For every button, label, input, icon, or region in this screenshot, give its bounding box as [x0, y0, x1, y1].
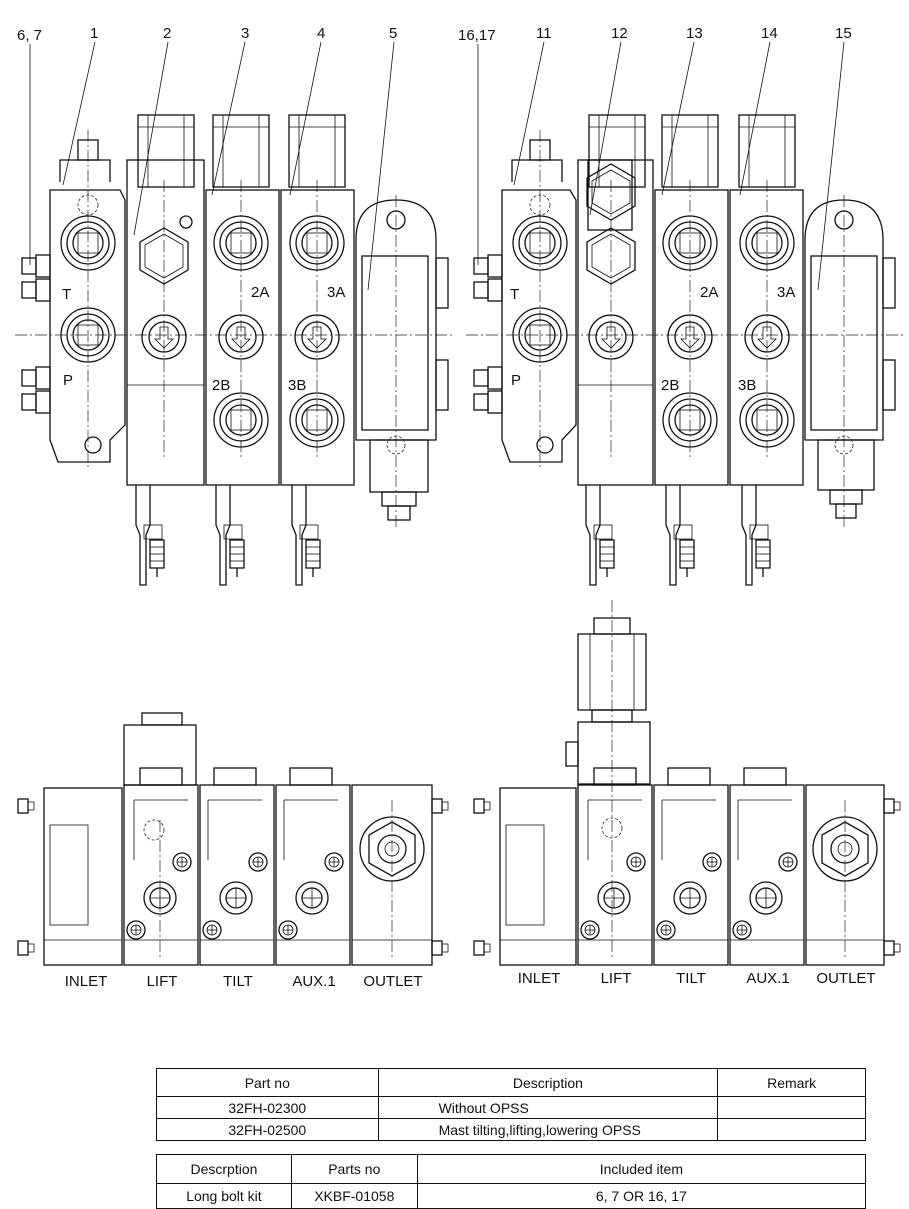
section-label-inlet: INLET — [65, 973, 108, 990]
part-no-cell: 32FH-02500 — [156, 1118, 379, 1141]
port-label-3b: 3B — [288, 377, 306, 394]
port-label-p: P — [63, 372, 73, 389]
header-parts-no: Parts no — [290, 1154, 418, 1184]
callout-11: 11 — [536, 25, 552, 42]
header-descrption: Descrption — [156, 1154, 292, 1184]
table-row: 32FH-02300 Without OPSS — [156, 1096, 866, 1119]
port-label-t: T — [62, 286, 71, 303]
port-label-2a-right: 2A — [700, 284, 718, 301]
remark-cell — [717, 1096, 866, 1119]
top-left-front-view: 6, 7 1 2 3 4 5 T P 2A 3A 2B 3B — [15, 25, 455, 586]
callout-16-17: 16,17 — [458, 27, 496, 44]
port-label-p-right: P — [511, 372, 521, 389]
top-right-front-view: 16,17 11 12 13 14 15 T P 2A 3A 2B 3B — [458, 25, 905, 586]
remark-cell — [717, 1118, 866, 1141]
section-label-aux1: AUX.1 — [292, 973, 335, 990]
kit-parts-no-cell: XKBF-01058 — [290, 1183, 418, 1209]
port-label-3a: 3A — [327, 284, 345, 301]
valve-assembly-drawing: 6, 7 1 2 3 4 5 T P 2A 3A 2B 3B — [15, 25, 905, 990]
header-remark: Remark — [717, 1068, 866, 1097]
callout-15: 15 — [835, 25, 852, 42]
section-label-inlet: INLET — [518, 970, 561, 987]
callout-4: 4 — [317, 25, 325, 42]
description-cell: Without OPSS — [377, 1096, 719, 1119]
part-no-cell: 32FH-02300 — [156, 1096, 379, 1119]
table-row: Long bolt kit XKBF-01058 6, 7 OR 16, 17 — [156, 1183, 867, 1209]
callout-6-7: 6, 7 — [17, 27, 42, 44]
section-label-aux1: AUX.1 — [746, 970, 789, 987]
section-labels-right: INLET LIFT TILT AUX.1 OUTLET — [518, 970, 876, 987]
header-part-no: Part no — [156, 1068, 379, 1097]
port-label-2b-right: 2B — [661, 377, 679, 394]
kit-table: Descrption Parts no Included item Long b… — [156, 1154, 867, 1209]
section-labels-left: INLET LIFT TILT AUX.1 OUTLET — [65, 973, 423, 990]
callout-3: 3 — [241, 25, 249, 42]
kit-table-header: Descrption Parts no Included item — [156, 1154, 867, 1184]
section-label-lift: LIFT — [601, 970, 632, 987]
section-label-tilt: TILT — [223, 973, 253, 990]
header-included-item: Included item — [416, 1154, 867, 1184]
callout-13: 13 — [686, 25, 703, 42]
section-label-tilt: TILT — [676, 970, 706, 987]
port-label-3a-right: 3A — [777, 284, 795, 301]
port-label-2a: 2A — [251, 284, 269, 301]
parts-table: Part no Description Remark 32FH-02300 Wi… — [156, 1068, 866, 1141]
section-label-outlet: OUTLET — [363, 973, 422, 990]
section-label-outlet: OUTLET — [816, 970, 875, 987]
header-description: Description — [377, 1068, 719, 1097]
bottom-left-side-view — [17, 712, 449, 966]
callout-1: 1 — [90, 25, 98, 42]
callout-5: 5 — [389, 25, 397, 42]
parts-table-header: Part no Description Remark — [156, 1068, 866, 1097]
port-label-t-right: T — [510, 286, 519, 303]
port-label-2b: 2B — [212, 377, 230, 394]
description-cell: Mast tilting,lifting,lowering OPSS — [377, 1118, 719, 1141]
table-row: 32FH-02500 Mast tilting,lifting,lowering… — [156, 1118, 866, 1141]
kit-description-cell: Long bolt kit — [156, 1183, 292, 1209]
section-label-lift: LIFT — [147, 973, 178, 990]
bottom-right-side-view — [473, 600, 901, 966]
callout-14: 14 — [761, 25, 778, 42]
port-label-3b-right: 3B — [738, 377, 756, 394]
callout-2: 2 — [163, 25, 171, 42]
callout-12: 12 — [611, 25, 628, 42]
kit-included-cell: 6, 7 OR 16, 17 — [416, 1183, 867, 1209]
